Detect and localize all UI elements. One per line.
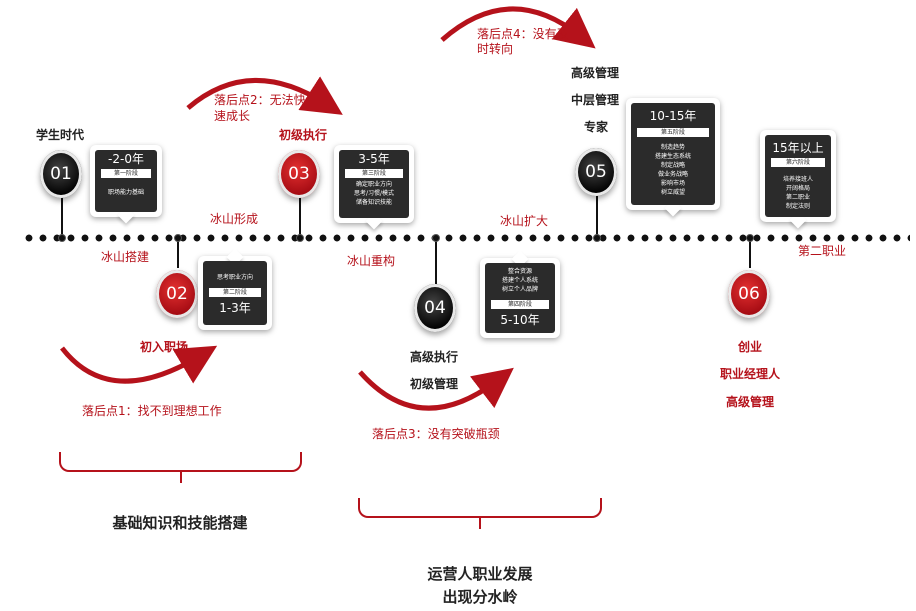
- group-right-label-line2: 出现分水岭: [442, 588, 518, 606]
- stage-03-circle: 03: [278, 150, 320, 198]
- stage-02-above-label: 冰山形成: [210, 212, 259, 226]
- connector-01: [61, 194, 63, 238]
- fallback-1-label: 落后点1：找不到理想工作: [82, 404, 222, 418]
- stage-03-number: 03: [288, 164, 310, 184]
- connector-02: [177, 238, 179, 268]
- stage-02-below-label: 初入职场: [140, 340, 189, 354]
- stage-02-card-body-0: 思考职业方向: [216, 274, 253, 281]
- stage-05-card-body-4: 影响市场: [660, 180, 685, 187]
- stage-03-top-label: 初级执行: [279, 128, 328, 142]
- stage-03-card-body-1: 思考/习惯/模式: [353, 190, 395, 197]
- stage-05-card-sub: 第五阶段: [637, 128, 709, 137]
- tick-05: [593, 234, 601, 242]
- stage-04-above-label: 冰山扩大: [500, 214, 549, 228]
- stage-03-card-body-2: 储备知识技能: [355, 199, 392, 206]
- tick-01: [58, 234, 66, 242]
- stage-02-card-header: 1-3年: [219, 301, 251, 315]
- bracket-right-nub: [479, 517, 481, 529]
- stage-05-top-label-0: 高级管理: [571, 66, 620, 80]
- connector-05: [596, 196, 598, 238]
- stage-05-card-body-1: 搭建生态系统: [654, 153, 691, 160]
- stage-06-below-label-0: 创业: [737, 340, 762, 354]
- bracket-right: [358, 498, 602, 518]
- stage-04-below-label-0: 高级执行: [410, 350, 459, 364]
- stage-02-number: 02: [166, 284, 188, 304]
- stage-01-circle: 01: [40, 150, 82, 198]
- stage-02-card-sub: 第二阶段: [209, 288, 261, 297]
- stage-06-card-body-0: 培养接班人: [782, 176, 813, 183]
- stage-06-below-label-1: 职业经理人: [719, 367, 780, 381]
- stage-04-number: 04: [424, 298, 446, 318]
- timeline-dotted-line: [22, 234, 910, 242]
- stage-03-card-header: 3-5年: [358, 152, 390, 166]
- stage-06-below-label-2: 高级管理: [725, 395, 774, 409]
- stage-06-card-sub: 第六阶段: [771, 158, 825, 167]
- bracket-left: [59, 452, 302, 472]
- stage-02-card: 思考职业方向 第二阶段 1-3年: [198, 248, 272, 330]
- stage-06-card-body-1: 开阔格局: [785, 185, 810, 192]
- tick-06: [746, 234, 754, 242]
- stage-06-card-body-2: 第二职业: [785, 194, 810, 201]
- stage-06-circle: 06: [728, 270, 770, 318]
- connector-04: [435, 238, 437, 284]
- stage-04-card-body-1: 搭建个人系统: [501, 277, 538, 284]
- stage-01-card: -2-0年 第一阶段 职场能力基础: [90, 145, 162, 224]
- bracket-left-nub: [180, 471, 182, 483]
- stage-02-circle: 02: [156, 270, 198, 318]
- stage-05-card-header: 10-15年: [649, 109, 697, 123]
- stage-06-above-label: 第二职业: [798, 244, 847, 258]
- connector-06: [749, 238, 751, 268]
- stage-01-below-label: 冰山搭建: [101, 250, 150, 264]
- fallback-2-label-line2: 速成长: [214, 109, 251, 123]
- stage-04-card: 整合资源 搭建个人系统 树立个人品牌 第四阶段 5-10年: [480, 250, 560, 338]
- fallback-4-label-line1: 落后点4：没有及: [477, 27, 569, 41]
- fallback-3-label: 落后点3：没有突破瓶颈: [372, 427, 500, 441]
- stage-05-card-body-5: 树立威望: [660, 189, 685, 196]
- stage-01-card-body-0: 职场能力基础: [107, 189, 144, 196]
- stage-05-card-body-0: 制造趋势: [660, 144, 685, 151]
- stage-05-card-body-3: 做业务战略: [657, 171, 688, 178]
- stage-05-card-body-2: 制定战略: [660, 162, 685, 169]
- stage-04-card-header: 5-10年: [500, 313, 540, 327]
- connector-03: [299, 196, 301, 238]
- tick-03: [296, 234, 304, 242]
- group-left-label: 基础知识和技能搭建: [112, 514, 248, 532]
- stage-01-number: 01: [50, 164, 72, 184]
- stage-01-top-label: 学生时代: [36, 128, 85, 142]
- fallback-4-label-line2: 时转向: [477, 42, 514, 56]
- stage-01-card-header: -2-0年: [108, 152, 144, 166]
- stage-05-card: 10-15年 第五阶段 制造趋势 搭建生态系统 制定战略 做业务战略 影响市场 …: [626, 98, 720, 217]
- stage-04-card-body-2: 树立个人品牌: [501, 286, 538, 293]
- stage-03-card: 3-5年 第三阶段 确定职业方向 思考/习惯/模式 储备知识技能: [334, 145, 414, 230]
- stage-05-number: 05: [585, 162, 607, 182]
- stage-05-top-label-1: 中层管理: [571, 93, 620, 107]
- stage-04-circle: 04: [414, 284, 456, 332]
- stage-06-card-header: 15年以上: [772, 141, 824, 155]
- stage-05-circle: 05: [575, 148, 617, 196]
- tick-04: [432, 234, 440, 242]
- stage-03-card-body-0: 确定职业方向: [355, 181, 392, 188]
- stage-04-card-body-0: 整合资源: [507, 268, 532, 275]
- stage-03-card-sub: 第三阶段: [345, 169, 403, 178]
- stage-06-card-body-3: 制定法则: [785, 203, 810, 210]
- stage-01-card-sub: 第一阶段: [101, 169, 151, 178]
- stage-06-card: 15年以上 第六阶段 培养接班人 开阔格局 第二职业 制定法则: [760, 130, 836, 229]
- stage-03-below-label: 冰山重构: [347, 254, 396, 268]
- stage-04-card-sub: 第四阶段: [491, 300, 549, 309]
- fallback-2-label-line1: 落后点2：无法快: [214, 93, 306, 107]
- group-right-label-line1: 运营人职业发展: [427, 565, 533, 583]
- stage-05-top-label-2: 专家: [584, 120, 609, 134]
- stage-04-below-label-1: 初级管理: [410, 377, 459, 391]
- stage-06-number: 06: [738, 284, 760, 304]
- tick-02: [174, 234, 182, 242]
